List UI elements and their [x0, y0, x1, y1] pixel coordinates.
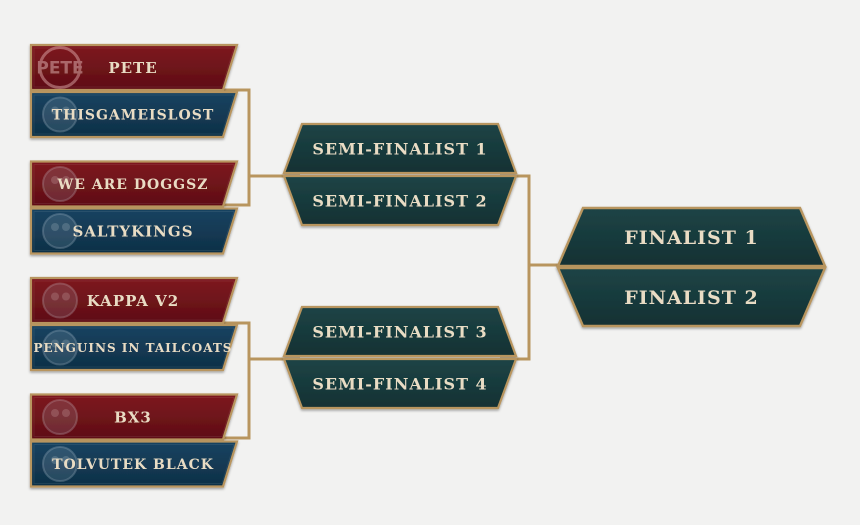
semifinal-slot-1[interactable]: SEMI-FINALIST 1 — [282, 122, 518, 175]
bx3-logo-icon — [42, 399, 78, 435]
semifinal-column: SEMI-FINALIST 1 SEMI-FINALIST 2 SEMI-FINAL… — [282, 122, 518, 410]
pete-logo-text: PETE — [36, 59, 83, 79]
semifinal-banner — [282, 174, 518, 227]
final-column: FINALIST 1 FINALIST 2 — [556, 206, 827, 328]
final-banner — [556, 266, 827, 328]
team-name: SALTYKINGS — [72, 222, 193, 240]
team-name: WE ARE DOGGSZ — [57, 177, 209, 193]
semifinal-label: SEMI-FINALIST 1 — [312, 140, 487, 159]
team-name: TOLVUTEK BLACK — [52, 457, 214, 473]
team-slot-we-are-doggsz[interactable]: WE ARE DOGGSZ — [29, 160, 239, 208]
semifinal-label: SEMI-FINALIST 2 — [312, 192, 487, 211]
team-name: BX3 — [114, 408, 152, 426]
team-slot-kappa-v2[interactable]: KAPPA V2 — [29, 276, 239, 325]
team-slot-bx3[interactable]: BX3 — [29, 393, 239, 441]
final-slot-1[interactable]: FINALIST 1 — [556, 206, 827, 268]
team-banner-bevel — [33, 164, 235, 204]
semifinal-slot-4[interactable]: SEMI-FINALIST 4 — [282, 357, 518, 410]
semifinal-label: SEMI-FINALIST 4 — [312, 375, 487, 394]
final-slot-2[interactable]: FINALIST 2 — [556, 266, 827, 328]
semifinal-label: SEMI-FINALIST 3 — [312, 323, 487, 342]
semifinal-banner — [282, 305, 518, 358]
kappa-face-icon — [42, 282, 78, 319]
team-banner — [29, 90, 239, 139]
team-banner — [29, 207, 239, 255]
semifinal-slot-3[interactable]: SEMI-FINALIST 3 — [282, 305, 518, 358]
team-banner-bevel — [33, 211, 235, 251]
team-name: PENGUINS IN TAILCOATS — [34, 341, 233, 355]
final-label: FINALIST 1 — [624, 227, 758, 249]
doggsz-logo-icon — [42, 166, 78, 202]
team-banner-bevel — [33, 397, 235, 437]
team-banner-bevel — [33, 280, 235, 321]
team-banner — [29, 276, 239, 325]
team-name: THISGAMEISLOST — [52, 108, 215, 124]
tolvutek-logo-icon — [42, 446, 78, 482]
team-banner — [29, 43, 239, 92]
round-1-column: PETE PETE THISGAMEISLOST WE ARE DOGGSZ SALTY… — [29, 43, 239, 488]
semifinal-slot-2[interactable]: SEMI-FINALIST 2 — [282, 174, 518, 227]
semifinal-banner — [282, 357, 518, 410]
team-banner — [29, 440, 239, 488]
team-name: PETE — [108, 59, 157, 77]
team-slot-penguins-in-tailcoats[interactable]: PENGUINS IN TAILCOATS — [29, 323, 239, 372]
team-name: KAPPA V2 — [87, 292, 179, 310]
pete-logo-icon: PETE — [36, 46, 84, 89]
final-banner — [556, 206, 827, 268]
team-banner-bevel — [33, 327, 235, 368]
thisgameislost-logo-icon — [42, 96, 78, 133]
team-slot-thisgameislost[interactable]: THISGAMEISLOST — [29, 90, 239, 139]
penguin-logo-icon — [42, 329, 78, 366]
team-banner-bevel — [33, 444, 235, 484]
connector-group-2 — [222, 321, 300, 440]
final-label: FINALIST 2 — [624, 287, 758, 309]
saltykings-logo-icon — [42, 213, 78, 249]
team-slot-tolvutek-black[interactable]: TOLVUTEK BLACK — [29, 440, 239, 488]
team-banner — [29, 323, 239, 372]
team-banner — [29, 393, 239, 441]
team-banner-bevel — [33, 94, 235, 135]
team-slot-saltykings[interactable]: SALTYKINGS — [29, 207, 239, 255]
team-banner-bevel — [33, 47, 235, 88]
team-banner — [29, 160, 239, 208]
team-slot-pete[interactable]: PETE PETE — [29, 43, 239, 92]
semifinal-banner — [282, 122, 518, 175]
